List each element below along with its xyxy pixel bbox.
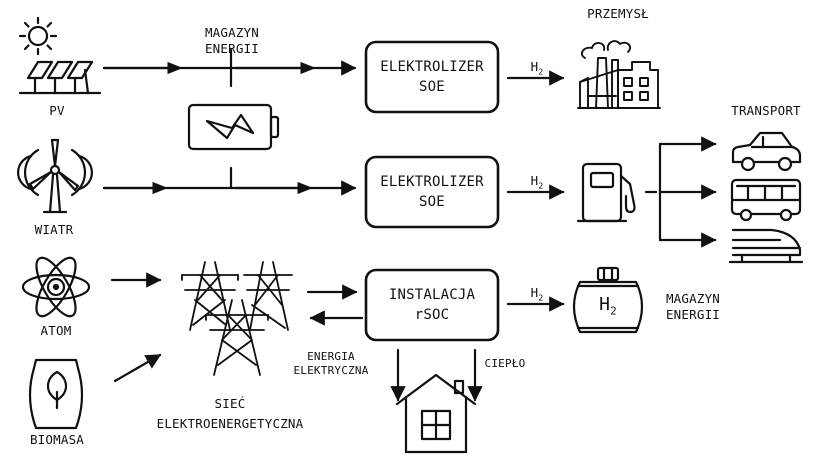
electrolyzer-2-line1: ELEKTROLIZER	[380, 174, 484, 190]
car-icon	[731, 131, 802, 172]
tank-h2-label: H2	[590, 294, 626, 318]
electric-line1: ENERGIA	[307, 350, 355, 363]
rsoc-box	[364, 268, 500, 342]
atom-icon	[21, 256, 91, 318]
h2-label-3: H2	[527, 285, 547, 303]
rsoc-line2: rSOC	[414, 307, 450, 323]
electrolyzer-2-box	[364, 155, 500, 229]
rsoc-label: INSTALACJA rSOC	[366, 285, 498, 325]
transport-label: TRANSPORT	[731, 103, 801, 118]
electric-energy-label: ENERGIA ELEKTRYCZNA	[286, 350, 376, 378]
grid-line1: SIEĆ	[214, 396, 246, 411]
tank-h-symbol: H	[599, 294, 611, 315]
sun-icon	[18, 16, 58, 56]
house-icon	[395, 373, 477, 454]
bus-icon	[730, 178, 802, 222]
h2-2-subscript: 2	[538, 181, 544, 191]
pv-label: PV	[49, 103, 65, 118]
wind-label: WIATR	[34, 222, 74, 237]
biomass-to-grid-arrow	[113, 353, 162, 383]
hydrogen-storage-label: MAGAZYN ENERGII	[653, 291, 733, 323]
electrolyzer-2-label: ELEKTROLIZER SOE	[366, 172, 498, 212]
storage-top-label: MAGAZYN ENERGII	[190, 25, 274, 57]
wind-turbine-icon	[16, 138, 94, 214]
biomass-icon	[28, 358, 84, 430]
electric-line2: ELEKTRYCZNA	[293, 364, 369, 377]
battery-icon	[187, 103, 280, 151]
factory-icon	[577, 40, 661, 109]
power-towers-icon	[181, 261, 293, 376]
h2-label-2: H2	[527, 173, 547, 191]
train-icon	[728, 228, 804, 264]
electrolyzer-1-line2: SOE	[419, 79, 445, 95]
solar-panels-icon	[18, 60, 102, 95]
electrolyzer-1-line1: ELEKTROLIZER	[380, 59, 484, 75]
storage-top-line2: ENERGII	[204, 41, 260, 56]
grid-line2: ELEKTROENERGETYCZNA	[156, 416, 304, 431]
h2-2-symbol: H	[530, 173, 539, 188]
electrolyzer-2-line2: SOE	[419, 194, 445, 210]
grid-label: SIEĆ ELEKTROENERGETYCZNA	[140, 394, 320, 434]
h2-label-1: H2	[527, 59, 547, 77]
hydrogen-tank-icon	[572, 266, 644, 334]
h2-1-subscript: 2	[538, 67, 544, 77]
rsoc-line1: INSTALACJA	[388, 287, 476, 303]
h2-1-symbol: H	[530, 59, 539, 74]
h2-3-subscript: 2	[538, 293, 544, 303]
h2-3-symbol: H	[530, 285, 539, 300]
tank-subscript: 2	[610, 304, 617, 318]
fuel-pump-icon	[576, 162, 636, 223]
storage-top-line1: MAGAZYN	[204, 25, 260, 40]
biomass-label: BIOMASA	[29, 432, 85, 447]
atom-label: ATOM	[40, 323, 72, 338]
electrolyzer-1-label: ELEKTROLIZER SOE	[366, 57, 498, 97]
hydrogen-storage-line2: ENERGII	[665, 307, 721, 322]
industry-label: PRZEMYSŁ	[587, 6, 649, 21]
hydrogen-storage-line1: MAGAZYN	[665, 291, 721, 306]
electrolyzer-1-box	[364, 40, 500, 114]
heat-label: CIEPŁO	[484, 357, 526, 370]
